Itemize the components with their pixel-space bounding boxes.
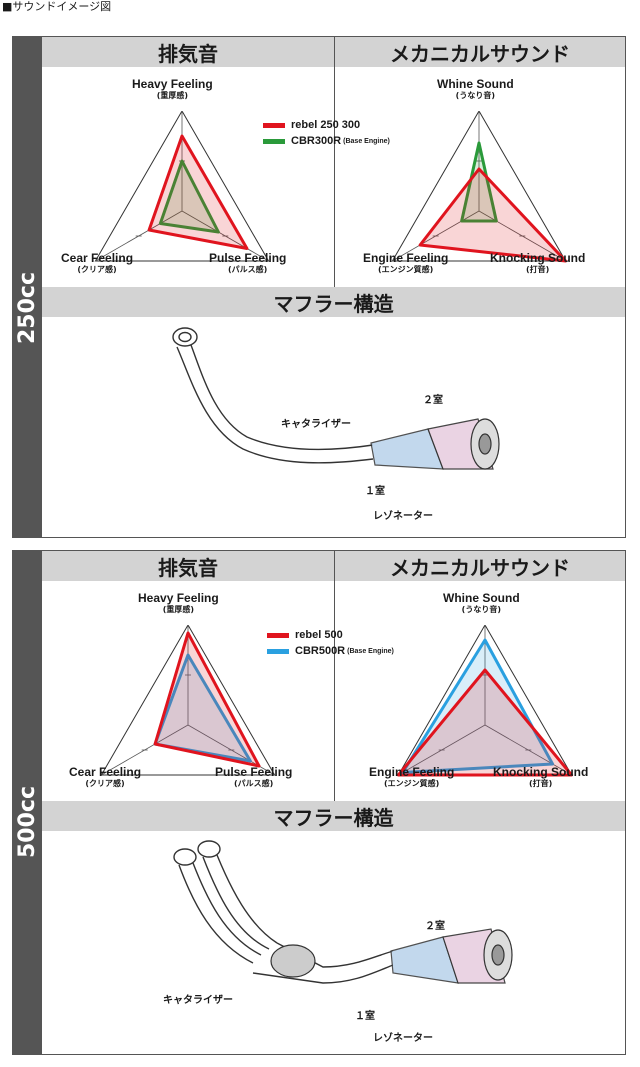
structure-header: マフラー構造 (42, 287, 625, 317)
structure-header: マフラー構造 (42, 801, 625, 831)
side-bar: 500cc (13, 551, 42, 1054)
mechanical-header: メカニカルサウンド (335, 551, 625, 581)
mechanical-radar (389, 111, 569, 271)
axis-engine: Engine Feeling(エンジン質感) (369, 765, 455, 788)
figure-caption: ■サウンドイメージ図 (2, 0, 112, 13)
radar-primary-series (147, 134, 249, 250)
axis-knocking: Knocking Sound(打音) (490, 251, 586, 274)
section-250cc: 250cc 排気音 メカニカルサウンド Heavy Feeling(重厚感) C… (12, 36, 626, 538)
axis-whine: Whine Sound(うなり音) (443, 591, 520, 614)
side-label: 250cc (15, 271, 40, 344)
side-label: 500cc (15, 785, 40, 858)
exhaust-radar-svg (94, 111, 270, 262)
mechanical-radar-svg (396, 625, 574, 777)
muffler-diagram (172, 327, 500, 470)
callout-catalyzer: キャタライザー (281, 419, 351, 430)
callout-chamber2: ２室 (425, 921, 445, 932)
radar-base-series (158, 159, 220, 234)
radar-primary-series (153, 631, 261, 768)
axis-cear: Cear Feeling(クリア感) (61, 251, 134, 274)
callout-chamber1: １室 (355, 1011, 375, 1022)
exhaust-radar (92, 111, 272, 271)
legend-swatch (267, 632, 289, 638)
legend: rebel 250 300 CBR300R(Base Engine) (263, 117, 390, 149)
radar-base-series (153, 653, 252, 763)
radar-primary-series (418, 167, 568, 263)
legend-item: rebel 500 (267, 627, 394, 643)
exhaust-radar-svg (100, 625, 276, 776)
callout-resonator: レゾネーター (373, 1033, 433, 1044)
exhaust-header: 排気音 (42, 37, 334, 67)
exhaust-header: 排気音 (42, 551, 334, 581)
legend-item: CBR300R(Base Engine) (263, 133, 390, 149)
callout-chamber1: １室 (365, 486, 385, 497)
callout-catalyzer: キャタライザー (163, 995, 233, 1006)
mechanical-radar-svg (391, 111, 568, 263)
radar-base-series (401, 638, 555, 774)
axis-pulse: Pulse Feeling(パルス感) (215, 765, 293, 788)
mechanical-header: メカニカルサウンド (335, 37, 625, 67)
callout-chamber2: ２室 (423, 395, 443, 406)
legend-swatch (267, 648, 289, 654)
axis-pulse: Pulse Feeling(パルス感) (209, 251, 287, 274)
axis-heavy: Heavy Feeling(重厚感) (138, 591, 219, 614)
legend-swatch (263, 138, 285, 144)
legend: rebel 500 CBR500R(Base Engine) (267, 627, 394, 659)
section-500cc: 500cc 排気音 メカニカルサウンド Heavy Feeling(重厚感) C… (12, 550, 626, 1055)
radar-primary-series (396, 668, 574, 777)
legend-swatch (263, 122, 285, 128)
axis-heavy: Heavy Feeling(重厚感) (132, 77, 213, 100)
axis-whine: Whine Sound(うなり音) (437, 77, 514, 100)
muffler-diagram (173, 840, 513, 984)
axis-knocking: Knocking Sound(打音) (493, 765, 589, 788)
axis-engine: Engine Feeling(エンジン質感) (363, 251, 449, 274)
column-divider (334, 551, 335, 801)
column-divider (334, 37, 335, 287)
side-bar: 250cc (13, 37, 42, 537)
legend-item: rebel 250 300 (263, 117, 390, 133)
mechanical-radar (395, 625, 575, 785)
axis-cear: Cear Feeling(クリア感) (69, 765, 142, 788)
exhaust-radar (98, 625, 278, 785)
callout-resonator: レゾネーター (373, 511, 433, 522)
legend-item: CBR500R(Base Engine) (267, 643, 394, 659)
